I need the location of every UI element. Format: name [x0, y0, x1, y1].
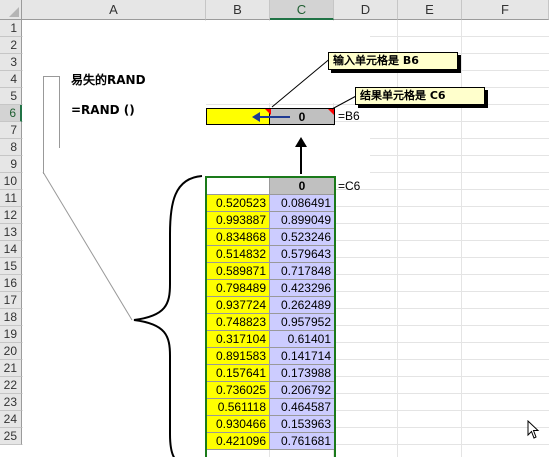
table-cell-b[interactable]: 0.748823	[207, 314, 270, 331]
row-header-18[interactable]: 18	[0, 309, 22, 326]
table-cell-b[interactable]: 0.514832	[207, 246, 270, 263]
row-header-21[interactable]: 21	[0, 360, 22, 377]
table-cell-b[interactable]: 0.589871	[207, 263, 270, 280]
table-cell-b[interactable]: 0.891583	[207, 348, 270, 365]
table-cell-c[interactable]: 0.579643	[270, 246, 334, 263]
c6-comment-indicator-icon	[328, 109, 334, 115]
gridline-col	[461, 20, 462, 457]
cell-d6-label[interactable]: =B6	[338, 109, 360, 123]
table-cell-b[interactable]: 0.157641	[207, 365, 270, 382]
table-cell-b[interactable]: 0.520523	[207, 195, 270, 212]
table-cell-b[interactable]: 0.736025	[207, 382, 270, 399]
table-cell-b[interactable]: 0.561118	[207, 399, 270, 416]
table-cell-c[interactable]: 0.523246	[270, 229, 334, 246]
table-cell-c[interactable]: 0.173988	[270, 365, 334, 382]
gridline-col	[397, 20, 398, 457]
row-header-19[interactable]: 19	[0, 326, 22, 343]
column-header-d[interactable]: D	[334, 0, 398, 20]
row-header-4[interactable]: 4	[0, 71, 22, 88]
table-cell-c[interactable]: 0.423296	[270, 280, 334, 297]
table-cell-c[interactable]: 0.262489	[270, 297, 334, 314]
callout-leader-lines	[271, 56, 359, 110]
mouse-cursor-icon	[527, 420, 540, 439]
note-formula: =RAND ()	[71, 103, 135, 117]
row-header-15[interactable]: 15	[0, 258, 22, 275]
cell-c6[interactable]: 0	[270, 108, 335, 125]
table-cell-c[interactable]: 0.957952	[270, 314, 334, 331]
callout-input-cell: 输入单元格是 B6	[328, 52, 458, 70]
cell-c6-value: 0	[298, 110, 306, 124]
notes-area	[23, 21, 206, 457]
note-bracket-line	[43, 76, 44, 174]
table-cell-b[interactable]: 0.834868	[207, 229, 270, 246]
corner-triangle-icon	[9, 7, 19, 17]
table-cell-c[interactable]: 0.153963	[270, 416, 334, 433]
gridline-row	[22, 104, 549, 105]
table-cell-b[interactable]: 0.421096	[207, 433, 270, 450]
note-title: 易失的RAND	[71, 73, 146, 87]
row-header-7[interactable]: 7	[0, 122, 22, 139]
arrow-left-icon	[252, 112, 290, 122]
table-cell-c[interactable]: 0.899049	[270, 212, 334, 229]
table-cell-c[interactable]: 0.464587	[270, 399, 334, 416]
row-header-8[interactable]: 8	[0, 139, 22, 156]
table-cell-c[interactable]: 0.717848	[270, 263, 334, 280]
arrow-up-icon	[295, 137, 307, 174]
cell-c10[interactable]: 0	[270, 178, 334, 195]
row-header-10[interactable]: 10	[0, 173, 22, 190]
b6-comment-indicator-icon	[265, 109, 271, 115]
curly-brace-icon	[133, 175, 203, 457]
row-header-13[interactable]: 13	[0, 224, 22, 241]
select-all-corner[interactable]	[0, 0, 22, 20]
blank-area-bd-lower	[206, 126, 370, 178]
note-leader-line	[42, 171, 133, 321]
column-header-a[interactable]: A	[22, 0, 206, 20]
table-cell-b[interactable]: 0.937724	[207, 297, 270, 314]
table-cell-b[interactable]: 0.798489	[207, 280, 270, 297]
row-header-3[interactable]: 3	[0, 54, 22, 71]
note-bracket-inner	[59, 76, 60, 148]
row-header-17[interactable]: 17	[0, 292, 22, 309]
row-header-14[interactable]: 14	[0, 241, 22, 258]
row-header-2[interactable]: 2	[0, 37, 22, 54]
cell-b10[interactable]	[207, 178, 270, 195]
table-cell-b[interactable]: 0.993887	[207, 212, 270, 229]
column-header-b[interactable]: B	[206, 0, 270, 20]
table-cell-c[interactable]: 0.61401	[270, 331, 334, 348]
cell-d10-label[interactable]: =C6	[338, 179, 361, 193]
row-header-22[interactable]: 22	[0, 377, 22, 394]
callout-result-cell: 结果单元格是 C6	[355, 87, 485, 105]
row-header-24[interactable]: 24	[0, 411, 22, 428]
table-cell-b[interactable]: 0.930466	[207, 416, 270, 433]
row-header-25[interactable]: 25	[0, 428, 22, 445]
row-header-23[interactable]: 23	[0, 394, 22, 411]
table-cell-c[interactable]: 0.086491	[270, 195, 334, 212]
table-border	[205, 176, 336, 457]
row-header-20[interactable]: 20	[0, 343, 22, 360]
note-bracket-top	[43, 76, 59, 77]
column-header-c[interactable]: C	[270, 0, 334, 20]
row-header-11[interactable]: 11	[0, 190, 22, 207]
row-header-12[interactable]: 12	[0, 207, 22, 224]
table-cell-b[interactable]: 0.317104	[207, 331, 270, 348]
table-cell-c[interactable]: 0.141714	[270, 348, 334, 365]
table-cell-c[interactable]: 0.761681	[270, 433, 334, 450]
row-header-16[interactable]: 16	[0, 275, 22, 292]
column-header-f[interactable]: F	[462, 0, 549, 20]
row-header-6[interactable]: 6	[0, 105, 22, 122]
table-cell-c[interactable]: 0.206792	[270, 382, 334, 399]
row-header-1[interactable]: 1	[0, 20, 22, 37]
row-header-9[interactable]: 9	[0, 156, 22, 173]
row-header-5[interactable]: 5	[0, 88, 22, 105]
column-header-e[interactable]: E	[398, 0, 462, 20]
